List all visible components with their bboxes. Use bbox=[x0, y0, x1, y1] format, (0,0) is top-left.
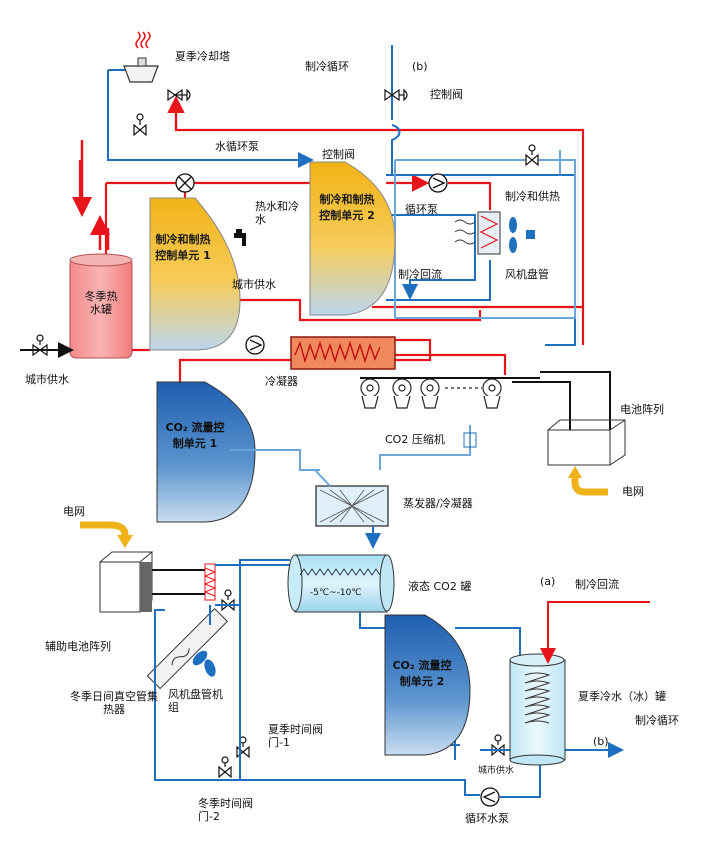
label-city-water-mid: 城市供水 bbox=[232, 278, 276, 291]
winter-hot-tank bbox=[69, 253, 133, 359]
label-fan-coil-unit: 风机盘管机组 bbox=[168, 688, 223, 715]
control-unit-1 bbox=[149, 197, 241, 351]
grid-arrow-right bbox=[571, 475, 608, 496]
grid-arrow-left bbox=[80, 521, 129, 536]
liquid-co2-tank bbox=[287, 554, 395, 613]
label-liquid-tank: 液态 CO2 罐 bbox=[408, 580, 472, 593]
cooling-tower bbox=[123, 31, 159, 83]
aux-wires bbox=[152, 569, 208, 595]
label-control-valve-mid: 控制阀 bbox=[322, 148, 355, 161]
label-circulation-pump: 循环泵 bbox=[405, 203, 438, 216]
hot-pipes-top bbox=[78, 95, 585, 385]
evap-in bbox=[314, 469, 331, 487]
label-hot-cold-water: 热水和冷水 bbox=[255, 200, 299, 227]
valve-icon bbox=[491, 734, 505, 757]
control-unit-2 bbox=[309, 161, 396, 316]
label-winter-valve-2: 冬季时间阀门-2 bbox=[198, 797, 253, 824]
co2-compressors bbox=[360, 378, 502, 409]
label-grid-right: 电网 bbox=[622, 485, 644, 498]
faucet-icon bbox=[234, 229, 246, 246]
label-condenser: 冷凝器 bbox=[265, 375, 298, 388]
compressor-icon bbox=[482, 378, 502, 409]
valve-icon bbox=[133, 113, 147, 137]
evap-pipe bbox=[379, 425, 471, 470]
hx-coil bbox=[203, 567, 217, 597]
label-b-bottom: (b) bbox=[593, 735, 609, 748]
label-refrigeration-cycle: 制冷循环 bbox=[305, 60, 349, 73]
valve-icon bbox=[384, 88, 408, 102]
unit-2-label: 制冷和制热控制单元 2 bbox=[319, 193, 375, 222]
sensor-box bbox=[463, 432, 477, 448]
label-fan-coil: 风机盘管 bbox=[505, 268, 549, 281]
label-city-water-left: 城市供水 bbox=[25, 373, 69, 386]
condenser bbox=[290, 336, 396, 370]
return-pipe-right bbox=[540, 601, 650, 664]
aux-battery-array bbox=[99, 550, 153, 613]
valve-icon bbox=[236, 736, 250, 759]
label-city-water-bottom: 城市供水 bbox=[478, 766, 515, 776]
co2-flow-unit-1 bbox=[156, 381, 256, 523]
label-control-valve-top: 控制阀 bbox=[430, 88, 463, 101]
label-a: (a) bbox=[540, 575, 556, 588]
valve-icon bbox=[218, 756, 232, 779]
label-co2-compressor: CO2 压缩机 bbox=[385, 433, 445, 446]
label-circ-water-pump: 循环水泵 bbox=[465, 812, 509, 825]
valve-icon bbox=[167, 88, 191, 102]
label-evaporator: 蒸发器/冷凝器 bbox=[403, 497, 473, 510]
label-water-pump: 水循环泵 bbox=[215, 140, 259, 153]
label-refrigeration-cycle-bottom: 制冷循环 bbox=[635, 714, 679, 727]
tank-arrows bbox=[72, 140, 110, 250]
label-winter-tank: 冬季热水罐 bbox=[84, 290, 118, 317]
pump-icon bbox=[480, 787, 500, 807]
evaporator bbox=[315, 485, 389, 527]
summer-ice-tank bbox=[509, 653, 566, 766]
valve-icon bbox=[525, 144, 539, 167]
label-tank-temp: -5℃~-10℃ bbox=[310, 588, 362, 598]
cross-valve-icon bbox=[175, 173, 195, 193]
label-grid-left: 电网 bbox=[63, 505, 85, 518]
co2-flow-unit-2 bbox=[384, 614, 471, 756]
label-summer-ice-tank: 夏季冷水（冰）罐 bbox=[578, 690, 666, 703]
pump-icon bbox=[428, 173, 448, 193]
pump-icon bbox=[245, 335, 265, 355]
label-cooling-tower: 夏季冷却塔 bbox=[175, 50, 230, 63]
label-battery-array: 电池阵列 bbox=[620, 403, 664, 416]
compressor-icon bbox=[420, 378, 440, 409]
vacuum-collector bbox=[146, 607, 229, 690]
compressor-icon bbox=[392, 378, 412, 409]
valve-icon bbox=[221, 589, 235, 612]
co2-unit-1-label: CO₂ 流量控制单元 1 bbox=[165, 421, 225, 450]
fan-coil bbox=[454, 211, 535, 255]
compressor-pipes bbox=[360, 371, 611, 430]
label-cooling-return: 制冷回流 bbox=[398, 268, 442, 281]
label-b-top: (b) bbox=[412, 60, 428, 73]
label-cooling-return-right: 制冷回流 bbox=[575, 578, 619, 591]
label-winter-collector: 冬季日间真空管集热器 bbox=[70, 690, 158, 717]
battery-array bbox=[547, 419, 626, 466]
co2-unit-2-label: CO₂ 流量控制单元 2 bbox=[392, 659, 452, 688]
cold-pipes-top bbox=[107, 45, 576, 346]
valve-icon bbox=[32, 334, 48, 357]
unit-1-label: 制冷和制热控制单元 1 bbox=[155, 233, 211, 262]
label-summer-valve-1: 夏季时间阀门-1 bbox=[268, 723, 323, 750]
label-aux-battery: 辅助电池阵列 bbox=[45, 640, 111, 653]
unit1-to-evap bbox=[230, 449, 320, 471]
compressor-icon bbox=[360, 378, 380, 409]
label-cooling-heating-supply: 制冷和供热 bbox=[505, 190, 560, 203]
pump-icons bbox=[175, 173, 500, 807]
